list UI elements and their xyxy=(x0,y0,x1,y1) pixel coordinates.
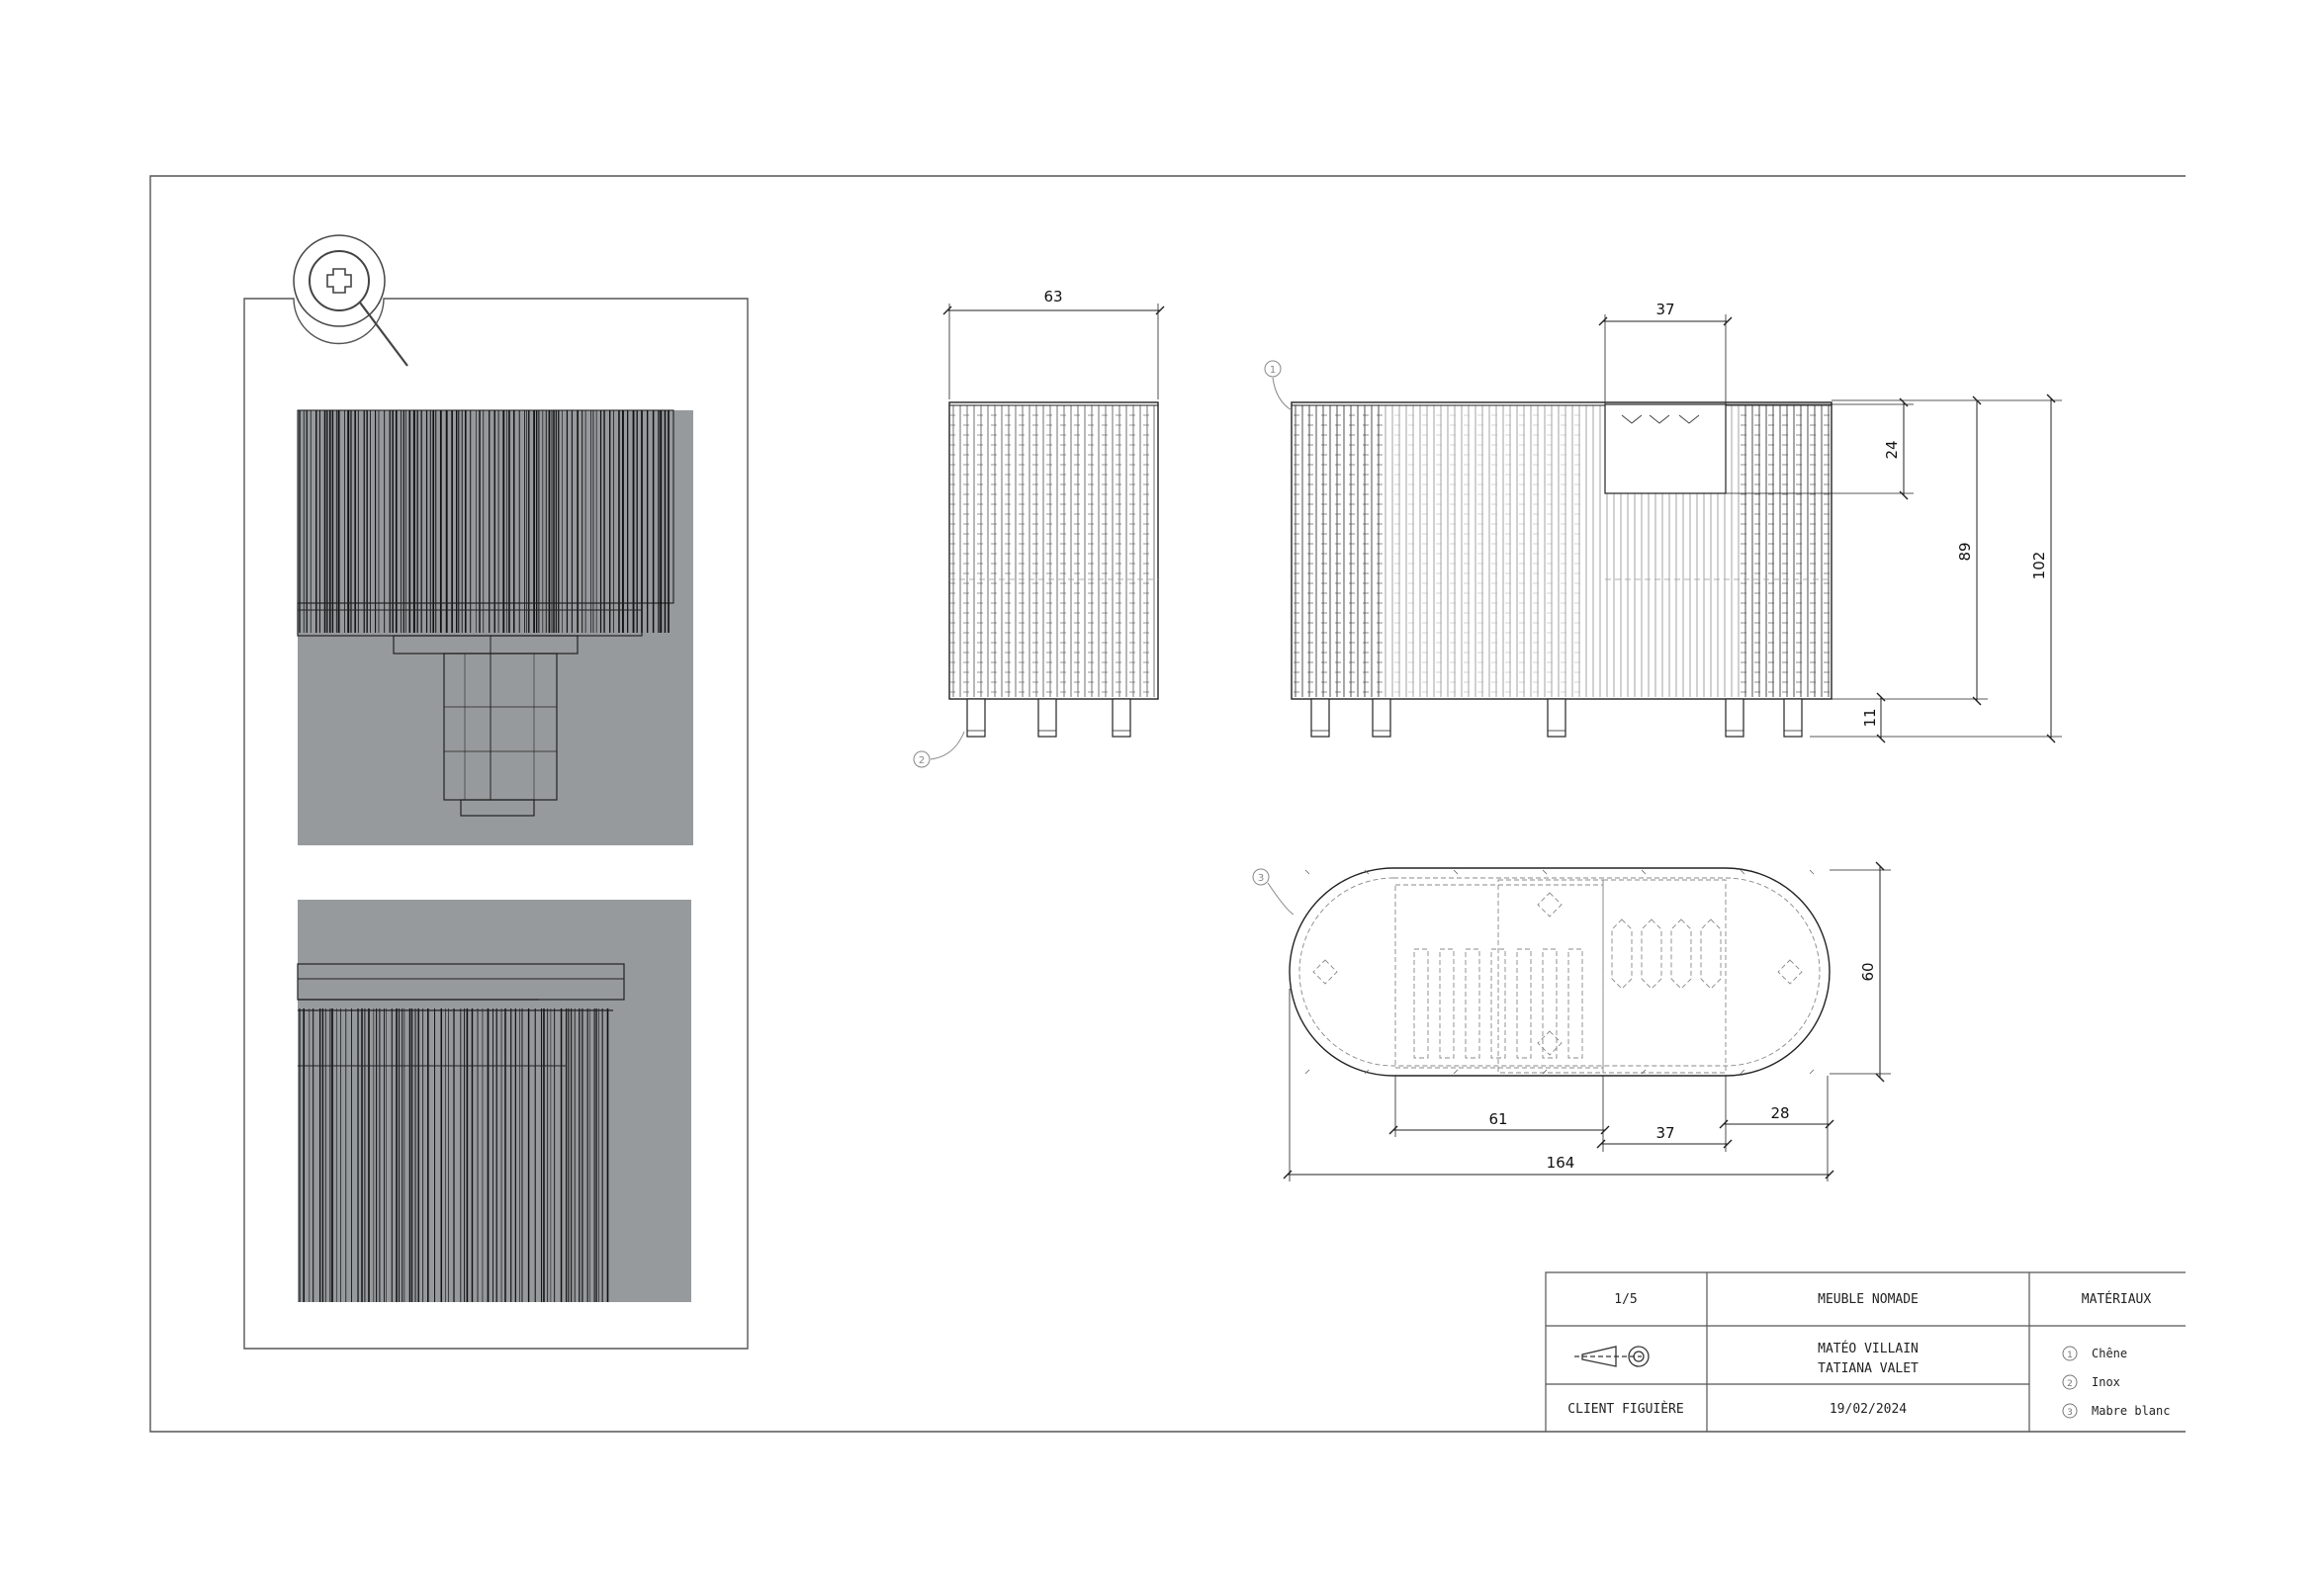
material-2-num: 2 xyxy=(2067,1379,2073,1389)
side-window-height-label: 24 xyxy=(1883,440,1901,459)
title-block-date: 19/02/2024 xyxy=(1830,1402,1907,1417)
front-width-label: 63 xyxy=(1043,288,1062,306)
title-block-title: MEUBLE NOMADE xyxy=(1818,1292,1919,1307)
projection-symbol-icon xyxy=(1574,1346,1650,1367)
front-view: 63 xyxy=(942,288,1165,738)
title-block-client: CLIENT FIGUIÈRE xyxy=(1567,1401,1683,1417)
sheet-border xyxy=(149,175,2186,1433)
detail-panel xyxy=(243,234,749,1350)
callouts xyxy=(913,360,1295,916)
material-3-num: 3 xyxy=(2067,1408,2073,1418)
top-seg3-label: 28 xyxy=(1770,1104,1789,1122)
top-seg2-label: 37 xyxy=(1655,1124,1674,1142)
material-2-name: Inox xyxy=(2092,1375,2120,1389)
callout-2: 2 xyxy=(919,755,925,766)
side-foot-height-label: 11 xyxy=(1861,708,1879,727)
top-seg1-label: 61 xyxy=(1488,1110,1507,1128)
material-1-num: 1 xyxy=(2067,1351,2073,1360)
top-view: 60 61 37 28 164 xyxy=(1283,861,1891,1181)
title-block-page: 1/5 xyxy=(1614,1292,1637,1307)
detail-render-foot xyxy=(297,409,693,845)
magnifier-icon xyxy=(293,234,408,367)
top-depth-label: 60 xyxy=(1859,962,1877,981)
material-1-name: Chêne xyxy=(2092,1347,2127,1360)
title-block-author-1: MATÉO VILLAIN xyxy=(1818,1341,1919,1356)
side-body-height-label: 89 xyxy=(1956,542,1974,561)
material-3-name: Mabre blanc xyxy=(2092,1404,2170,1418)
callout-1: 1 xyxy=(1270,365,1276,376)
title-block xyxy=(1545,1271,2186,1432)
top-total-length-label: 164 xyxy=(1547,1154,1575,1172)
side-window-width-label: 37 xyxy=(1655,301,1674,318)
materials-list: 1 Chêne 2 Inox 3 Mabre blanc xyxy=(2062,1346,2170,1419)
detail-render-top xyxy=(297,900,691,1302)
title-block-materials-header: MATÉRIAUX xyxy=(2082,1291,2152,1307)
title-block-author-2: TATIANA VALET xyxy=(1818,1361,1919,1376)
side-view: 37 24 89 102 11 xyxy=(1291,301,2062,743)
side-total-height-label: 102 xyxy=(2030,552,2048,580)
callout-3: 3 xyxy=(1258,873,1264,884)
